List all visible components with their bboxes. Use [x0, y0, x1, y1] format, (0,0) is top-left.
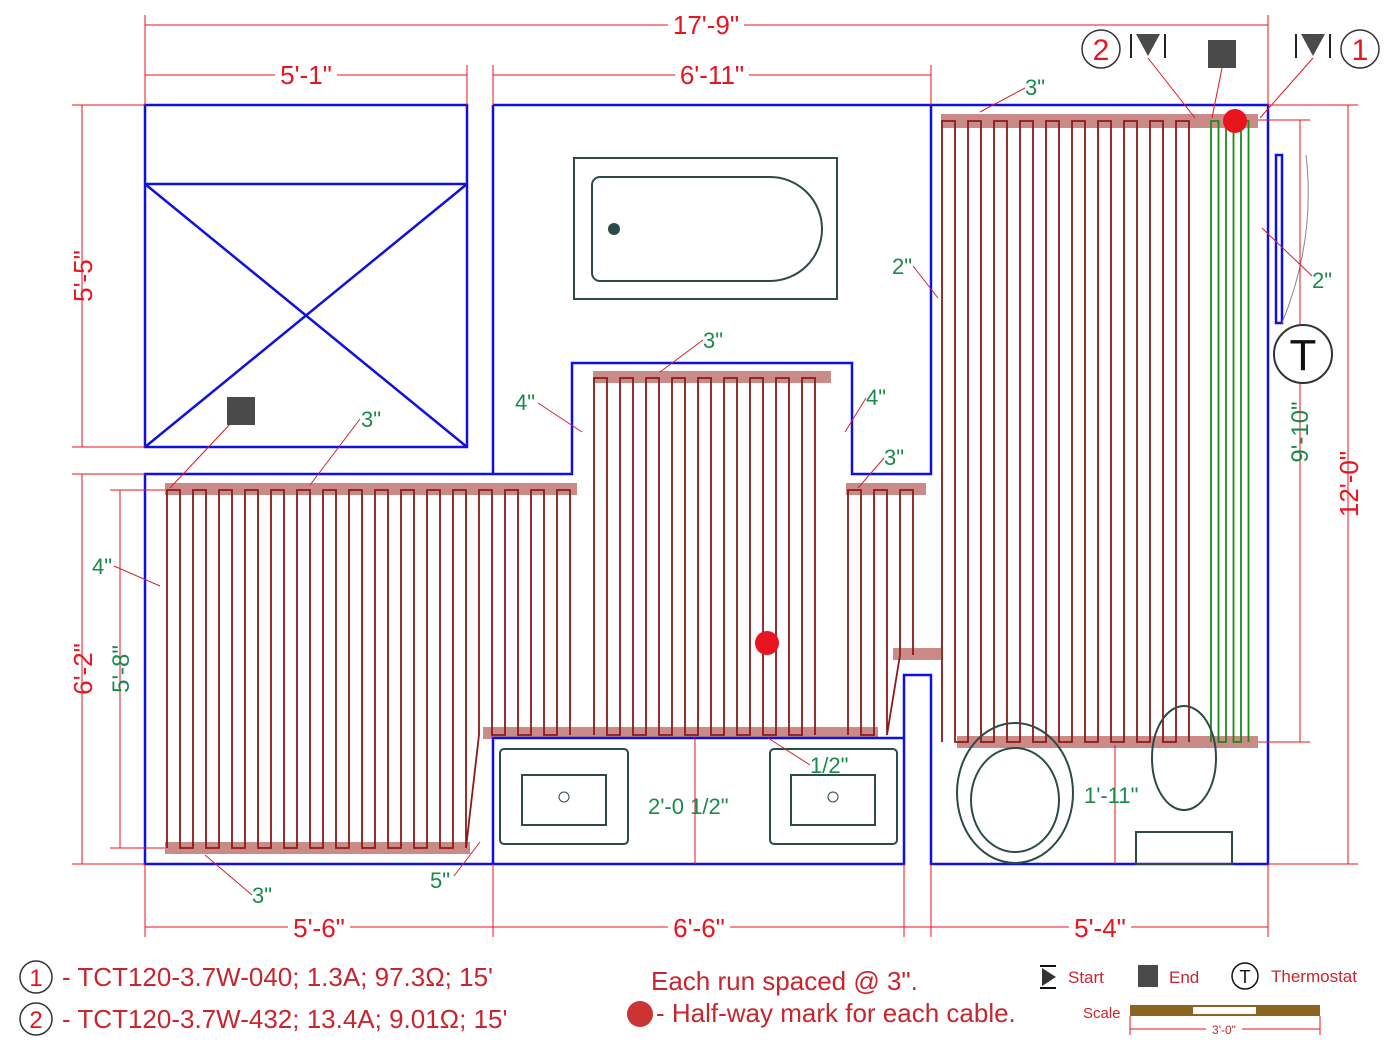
spacing-label: 4" — [515, 390, 535, 415]
scale-bar-segment — [1193, 1007, 1256, 1014]
cable-2-number: 2 — [1093, 34, 1110, 67]
markers: 2 1 T — [227, 29, 1380, 655]
legend-end-icon — [1138, 965, 1158, 987]
toilet-clearance-label: 1'-11" — [1084, 783, 1138, 808]
legend-cable2-circle — [19, 1002, 53, 1036]
door — [1274, 153, 1284, 325]
bidet-tank — [1135, 831, 1233, 865]
dim-left-heated: 5'-8" — [108, 645, 135, 693]
bathtub-basin — [591, 176, 823, 282]
dim-left-upper: 5'-5" — [68, 250, 98, 302]
legend-halfway-note: - Half-way mark for each cable. — [656, 998, 1016, 1028]
halfway-mark-icon — [1223, 109, 1247, 133]
start-icon — [1295, 34, 1331, 58]
dim-right-overall: 12'-0" — [1334, 451, 1364, 517]
legend-cable1-number: 1 — [29, 965, 42, 992]
legend-thermostat-symbol: T — [1240, 967, 1251, 987]
scale-length: 3'-0" — [1212, 1023, 1236, 1037]
spacing-label: 5" — [430, 868, 450, 893]
spacing-label: 3" — [361, 407, 381, 432]
door-swing — [1281, 154, 1309, 324]
spacing-label: 3" — [1025, 75, 1045, 100]
end-icon — [227, 397, 255, 425]
sink-right — [769, 748, 898, 845]
spacing-label: 2" — [892, 254, 912, 279]
halfway-mark-icon — [627, 1001, 653, 1027]
halfway-mark-icon — [755, 631, 779, 655]
thermostat-icon — [1273, 324, 1333, 384]
spacing-label: 1/2" — [810, 753, 848, 778]
shower-outline — [143, 103, 469, 449]
spacing-label: 2" — [1312, 268, 1332, 293]
bidet — [1151, 705, 1217, 811]
sink-right-basin — [790, 774, 876, 826]
legend-start: Start — [1068, 968, 1104, 987]
toilet-bowl — [970, 747, 1060, 853]
dim-top-left: 5'-1" — [280, 60, 332, 90]
legend-end: End — [1169, 968, 1199, 987]
cable-1-marker — [1340, 29, 1380, 69]
walls — [143, 103, 1309, 866]
spacing-annotations: 3" 2" 2" 3" 4" 4" 3" 3" 4" 3" 5" 1/2" 2'… — [92, 75, 1332, 908]
tub-drain-icon — [608, 223, 620, 235]
legend-scale-label: Scale — [1083, 1005, 1121, 1022]
spacing-label: 3" — [252, 883, 272, 908]
legend-cable1: - TCT120-3.7W-040; 1.3A; 97.3Ω; 15' — [62, 962, 493, 992]
sink-left — [499, 748, 629, 845]
cable-2-marker — [1081, 29, 1121, 69]
legend-cable2-number: 2 — [29, 1007, 42, 1034]
sink-drain-icon — [827, 791, 839, 803]
dim-right-heated: 9'-10" — [1287, 401, 1314, 462]
legend-thermostat: Thermostat — [1271, 967, 1357, 986]
dim-bottom-middle: 6'-6" — [673, 913, 725, 943]
toilet — [956, 722, 1074, 864]
dim-left-lower: 6'-2" — [68, 643, 98, 695]
legend-spacing-note: Each run spaced @ 3". — [651, 966, 918, 996]
spacing-label: 4" — [92, 554, 112, 579]
legend-start-icon — [1040, 965, 1056, 989]
room-outline — [143, 103, 1270, 866]
dim-overall-width: 17'-9" — [673, 10, 739, 40]
dimension-labels: 17'-9" 5'-1" 6'-11" 5'-6" 6'-6" 5'-4" 5'… — [68, 10, 1364, 943]
spacing-label: 3" — [703, 328, 723, 353]
fixtures — [499, 157, 1233, 865]
cable-1-number: 1 — [1352, 34, 1369, 67]
cable-run — [593, 377, 816, 736]
legend-thermostat-icon — [1231, 962, 1259, 990]
legend-cable2: - TCT120-3.7W-432; 13.4A; 9.01Ω; 15' — [62, 1004, 507, 1034]
spacing-leaders — [113, 87, 1313, 896]
cable-run — [1210, 120, 1250, 743]
sink-left-basin — [521, 774, 607, 826]
sink-drain-icon — [558, 791, 570, 803]
dim-top-middle: 6'-11" — [680, 60, 744, 90]
vanity-depth-label: 2'-0 1/2" — [648, 794, 729, 819]
shower-diagonal — [144, 183, 468, 448]
dim-bottom-right: 5'-4" — [1074, 913, 1126, 943]
legend-cable1-circle — [19, 960, 53, 994]
cable-run — [941, 120, 1190, 743]
vanity-outline — [491, 736, 904, 864]
dim-bottom-left: 5'-6" — [293, 913, 345, 943]
legend: 1 - TCT120-3.7W-040; 1.3A; 97.3Ω; 15' 2 … — [19, 960, 1357, 1037]
end-icon — [1208, 40, 1236, 68]
thermostat-label: T — [1290, 331, 1317, 380]
start-icon — [1130, 34, 1166, 58]
cable-run — [847, 489, 914, 736]
spacing-label: 3" — [884, 445, 904, 470]
cable-run — [166, 489, 571, 849]
spacing-label: 4" — [866, 385, 886, 410]
bathtub — [573, 157, 838, 300]
